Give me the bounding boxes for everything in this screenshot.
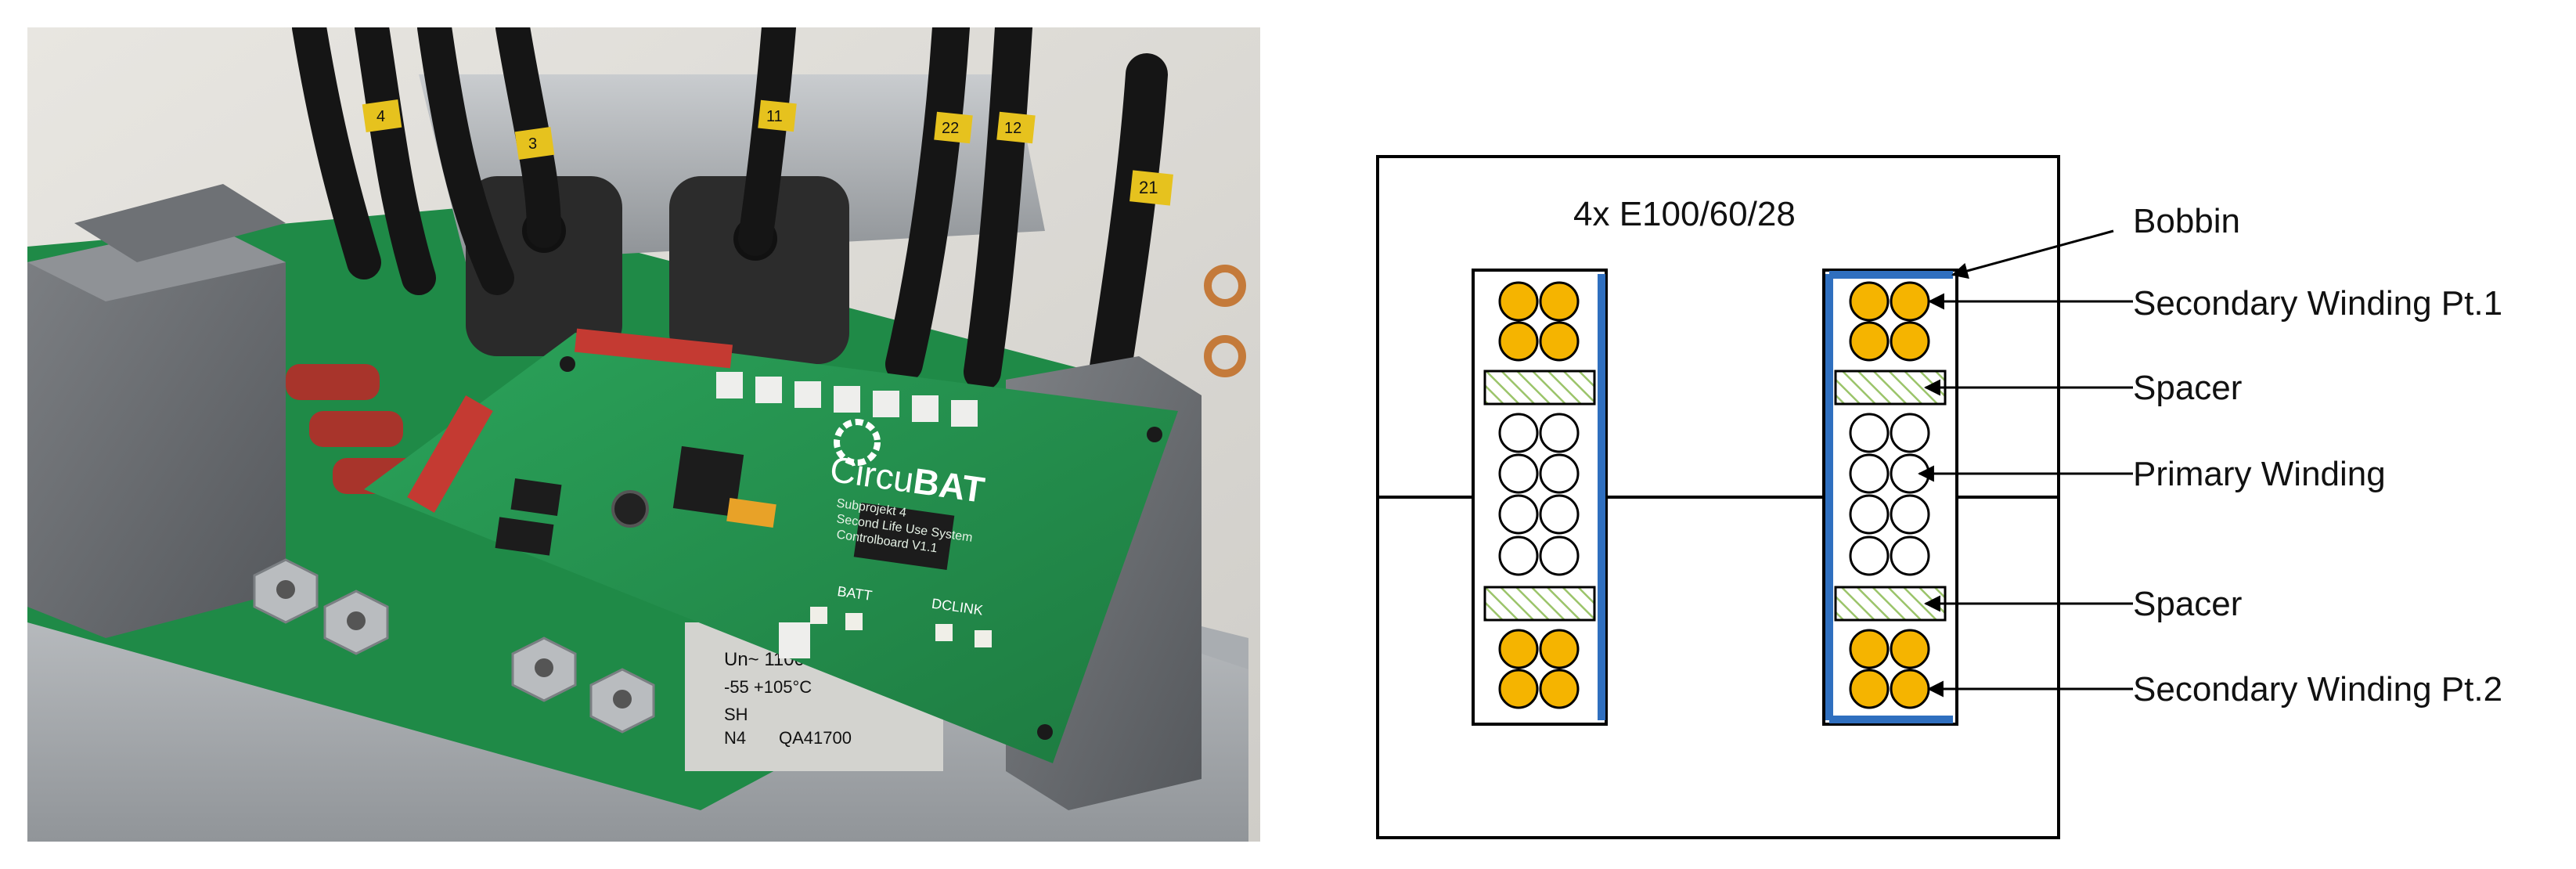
secondary-wire-left-7-0 [1498, 669, 1539, 709]
primary-wire-right-4-1 [1890, 494, 1930, 535]
label-primary: Primary Winding [2133, 455, 2386, 493]
primary-wire-left-2-0 [1498, 413, 1539, 453]
circubat-logo-mark [834, 419, 881, 466]
primary-wire-right-3-0 [1849, 453, 1890, 494]
primary-wire-right-5-1 [1890, 535, 1930, 576]
callout-arrows [1917, 229, 2133, 698]
secondary-wire-right-0-1 [1890, 281, 1930, 322]
core-right-leg [669, 176, 849, 364]
secondary-wire-left-6-1 [1539, 629, 1580, 669]
primary-wire-left-2-1 [1539, 413, 1580, 453]
label-spacer-top: Spacer [2133, 369, 2242, 407]
primary-wire-left-4-0 [1498, 494, 1539, 535]
winding-diagram: 4x E100/60/28 Bo [1331, 0, 2576, 869]
primary-wire-left-5-1 [1539, 535, 1580, 576]
left-spacer-top [1483, 370, 1596, 406]
label-secondary-2: Secondary Winding Pt.2 [2133, 670, 2502, 709]
cable-bundle [292, 27, 1168, 409]
secondary-wire-right-7-1 [1890, 669, 1930, 709]
left-winding-window [1472, 269, 1608, 726]
core-left-leg [466, 176, 622, 356]
secondary-wire-left-0-1 [1539, 281, 1580, 322]
label-spacer-bottom: Spacer [2133, 585, 2242, 623]
cable-tag-4: 22 [942, 120, 959, 137]
electrolytic-cap [611, 490, 649, 528]
jst-connectors [716, 372, 978, 658]
primary-wire-left-3-0 [1498, 453, 1539, 494]
secondary-wire-left-1-1 [1539, 321, 1580, 362]
cable-tag-2: 3 [528, 135, 537, 153]
secondary-wire-right-6-0 [1849, 629, 1890, 669]
cable-tag-5: 12 [1004, 120, 1021, 137]
inductor-left [27, 223, 286, 638]
mcu-chip [672, 445, 744, 517]
cable-tag-6: 21 [1139, 178, 1158, 197]
right-wires [1849, 281, 1930, 709]
secondary-wire-right-1-0 [1849, 321, 1890, 362]
primary-wire-left-3-1 [1539, 453, 1580, 494]
status-leds [810, 607, 992, 647]
cable-tags: 4 3 11 22 12 21 [362, 99, 1173, 206]
capacitor-code: SH [724, 705, 748, 724]
primary-wire-right-5-0 [1849, 535, 1890, 576]
secondary-wire-right-0-0 [1849, 281, 1890, 322]
left-spacer-bottom [1483, 586, 1596, 622]
secondary-wire-right-7-0 [1849, 669, 1890, 709]
winding-cross-section: 4x E100/60/28 Bo [1376, 155, 2502, 839]
label-bobbin: Bobbin [2133, 202, 2240, 240]
photo-illustration: 4 3 11 22 12 21 Un~ 1100V~ - [27, 27, 1260, 842]
prototype-photo: 4 3 11 22 12 21 Un~ 1100V~ - [27, 27, 1260, 842]
secondary-wire-left-6-0 [1498, 629, 1539, 669]
secondary-wire-right-1-1 [1890, 321, 1930, 362]
primary-wire-right-4-0 [1849, 494, 1890, 535]
capacitor-part: QA41700 [779, 728, 852, 748]
secondary-wire-left-7-1 [1539, 669, 1580, 709]
primary-wire-right-2-1 [1890, 413, 1930, 453]
secondary-wire-left-0-0 [1498, 281, 1539, 322]
right-winding-window [1822, 269, 1958, 726]
capacitor-series: N4 [724, 728, 746, 748]
right-spacer-top [1834, 370, 1947, 406]
header-connector [853, 502, 955, 571]
core-label: 4x E100/60/28 [1573, 195, 1796, 233]
cable-tag-3: 11 [766, 108, 783, 125]
secondary-wire-left-1-0 [1498, 321, 1539, 362]
primary-wire-right-2-0 [1849, 413, 1890, 453]
left-wires [1498, 281, 1580, 709]
control-board [364, 333, 1178, 763]
primary-wire-left-5-0 [1498, 535, 1539, 576]
label-secondary-1: Secondary Winding Pt.1 [2133, 284, 2502, 323]
primary-wire-left-4-1 [1539, 494, 1580, 535]
capacitor-temp: -55 +105°C [724, 677, 812, 697]
arrow-bobbin [1951, 229, 2114, 279]
board-connectors [407, 328, 733, 513]
cable-tag-1: 4 [376, 108, 385, 125]
secondary-wire-right-6-1 [1890, 629, 1930, 669]
